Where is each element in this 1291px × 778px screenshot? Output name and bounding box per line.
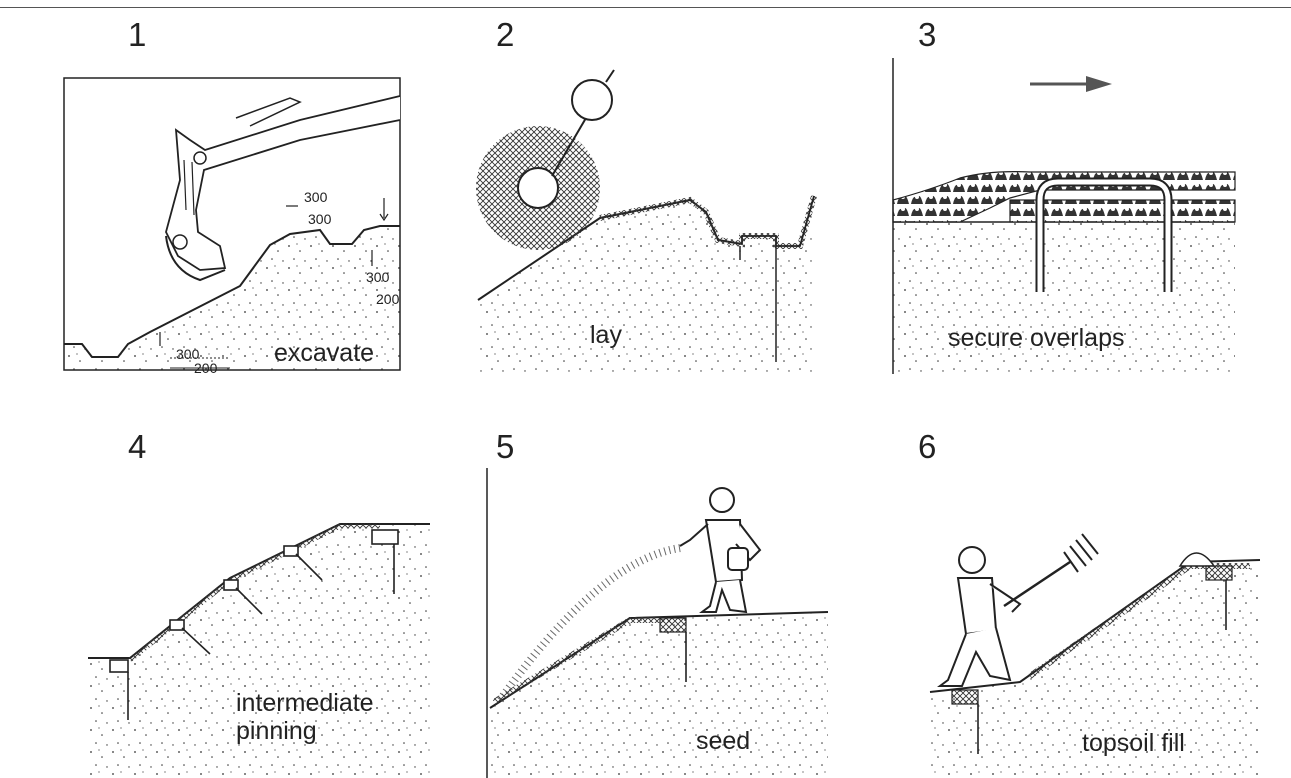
dimension-label: 200 [376,292,399,306]
step-1-excavate-illustration [64,78,400,370]
dimension-label: 300 [366,270,389,284]
step-5-caption: seed [696,728,750,754]
step-2-lay-illustration [476,70,814,372]
step-4-caption-line-2: pinning [236,718,317,744]
step-4-caption-line-1: intermediate [236,690,374,716]
step-1-caption: excavate [274,340,374,366]
dimension-label: 200 [194,361,217,375]
step-6-caption: topsoil fill [1082,730,1185,756]
dimension-label: 300 [308,212,331,226]
dimension-label: 300 [304,190,327,204]
dimension-label: 300 [176,347,199,361]
step-3-caption: secure overlaps [948,325,1124,351]
step-2-caption: lay [590,322,622,348]
step-5-seed-illustration [487,468,828,778]
